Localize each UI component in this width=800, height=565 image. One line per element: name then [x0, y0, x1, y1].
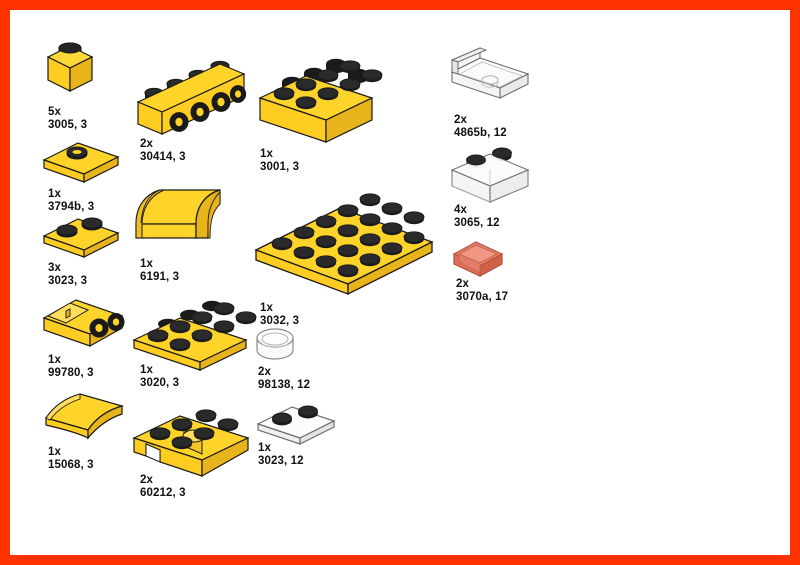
part-label-3065: 4x 3065, 12 [454, 204, 500, 230]
part-designation: 3001, 3 [260, 161, 300, 174]
inventory-canvas: 5x 3005, 3 1x 3794b, 3 [10, 10, 790, 555]
tile-1x1-transparent-red-icon [446, 232, 512, 282]
part-designation: 3023, 3 [48, 275, 88, 288]
part-quantity: 1x [48, 354, 61, 366]
plate-4x6-icon [248, 174, 440, 310]
part-designation: 4865b, 12 [454, 127, 507, 140]
part-quantity: 1x [260, 302, 273, 314]
part-label-60212: 2x 60212, 3 [140, 474, 186, 500]
part-designation: 99780, 3 [48, 367, 94, 380]
panel-1x2x1-transparent-icon [442, 47, 538, 118]
brick-1x1-icon [38, 38, 102, 100]
part-designation: 98138, 12 [258, 379, 311, 392]
part-quantity: 4x [454, 204, 467, 216]
part-designation: 3794b, 3 [48, 201, 95, 214]
part-quantity: 1x [48, 188, 61, 200]
slope-curved-2x2-icon [36, 384, 134, 450]
part-designation: 3020, 3 [140, 377, 180, 390]
part-quantity: 3x [48, 262, 61, 274]
brick-1x4-side-studs-icon [126, 50, 256, 142]
mudguard-2x4-icon [124, 394, 264, 478]
part-label-4865b: 2x 4865b, 12 [454, 114, 507, 140]
part-label-3794b: 1x 3794b, 3 [48, 188, 94, 214]
part-label-3023-yellow: 3x 3023, 3 [48, 262, 87, 288]
part-quantity: 1x [258, 442, 271, 454]
part-label-3005: 5x 3005, 3 [48, 106, 87, 132]
part-quantity: 5x [48, 106, 61, 118]
brick-1x2-transparent-icon [442, 142, 538, 210]
part-quantity: 2x [456, 278, 469, 290]
part-quantity: 1x [48, 446, 61, 458]
brick-2x4-icon [248, 52, 394, 148]
part-quantity: 2x [454, 114, 467, 126]
part-designation: 3070a, 17 [456, 291, 509, 304]
part-label-6191: 1x 6191, 3 [140, 258, 179, 284]
part-label-3020: 1x 3020, 3 [140, 364, 179, 390]
part-label-98138: 2x 98138, 12 [258, 366, 310, 392]
part-quantity: 2x [140, 474, 153, 486]
plate-1x2-with-stud-icon [36, 138, 126, 184]
part-quantity: 2x [258, 366, 271, 378]
part-label-15068: 1x 15068, 3 [48, 446, 94, 472]
part-label-99780: 1x 99780, 3 [48, 354, 94, 380]
bracket-1x2-icon [36, 292, 134, 354]
plate-1x2-yellow-icon [36, 212, 126, 258]
part-quantity: 1x [140, 258, 153, 270]
part-designation: 60212, 3 [140, 487, 186, 500]
tile-round-1x1-transparent-icon [252, 326, 298, 366]
part-label-3032: 1x 3032, 3 [260, 302, 299, 328]
part-designation: 3065, 12 [454, 217, 500, 230]
part-quantity: 1x [260, 148, 273, 160]
part-label-3001: 1x 3001, 3 [260, 148, 299, 174]
part-designation: 3032, 3 [260, 315, 300, 328]
part-designation: 3005, 3 [48, 119, 88, 132]
part-label-30414: 2x 30414, 3 [140, 138, 186, 164]
part-designation: 15068, 3 [48, 459, 94, 472]
part-quantity: 2x [140, 138, 153, 150]
part-designation: 6191, 3 [140, 271, 180, 284]
part-label-3023-transparent: 1x 3023, 12 [258, 442, 304, 468]
part-quantity: 1x [140, 364, 153, 376]
plate-1x2-transparent-icon [250, 398, 342, 446]
part-label-3070a: 2x 3070a, 17 [456, 278, 508, 304]
brick-curved-1x4-icon [124, 180, 248, 260]
part-designation: 30414, 3 [140, 151, 186, 164]
part-designation: 3023, 12 [258, 455, 304, 468]
plate-2x4-icon [124, 296, 258, 371]
